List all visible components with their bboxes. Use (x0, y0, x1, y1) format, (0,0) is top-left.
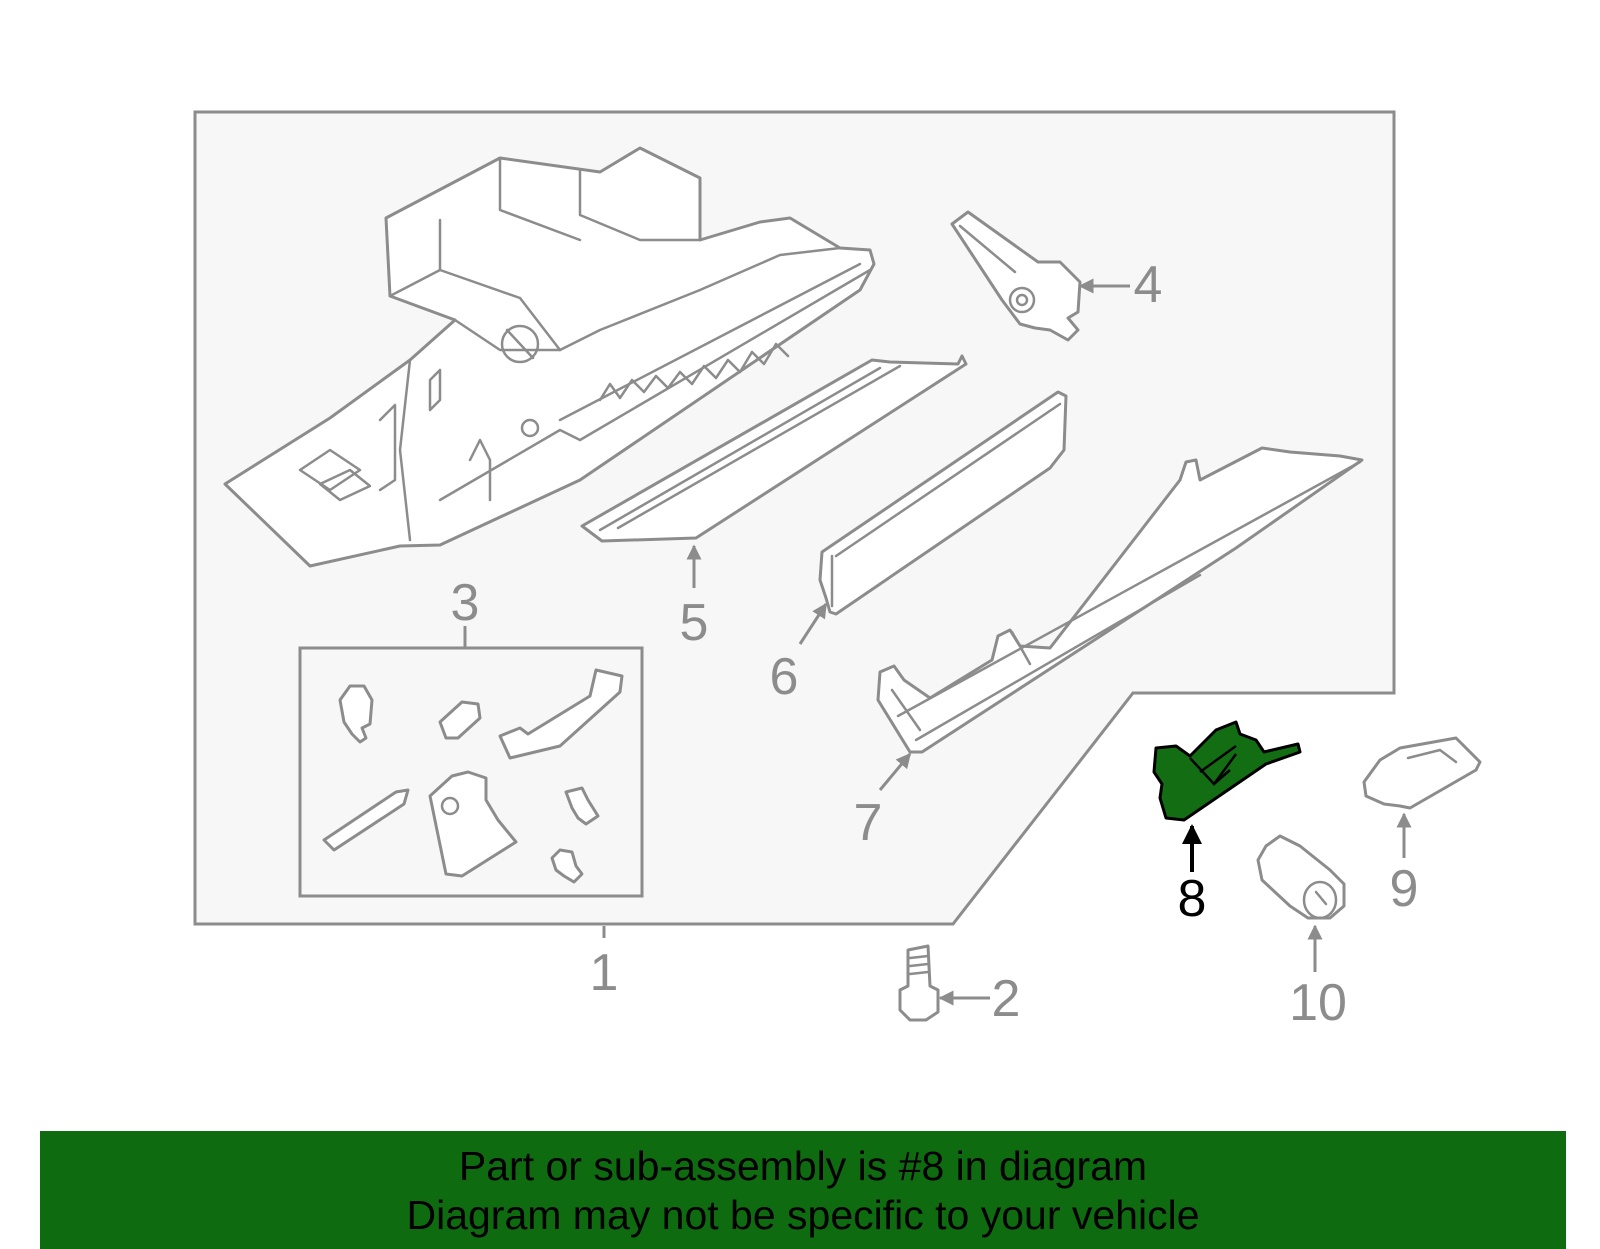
callout-8: 8 (1178, 870, 1207, 928)
part-7-drawing (876, 446, 1364, 754)
banner-line-1: Part or sub-assembly is #8 in diagram (458, 1143, 1148, 1189)
part-2-drawing (898, 944, 940, 1022)
part-8-highlighted-drawing (1152, 720, 1302, 822)
part-5-drawing (580, 354, 968, 543)
leader-6 (798, 602, 828, 645)
part-3-hardware-drawing (322, 668, 624, 884)
banner-line-2: Diagram may not be specific to your vehi… (406, 1192, 1200, 1238)
callout-7: 7 (854, 794, 883, 852)
callout-9: 9 (1390, 860, 1419, 918)
glove-box-assembly-drawing (223, 146, 876, 568)
part-10-drawing (1256, 834, 1346, 920)
part-4-drawing (950, 210, 1082, 342)
callout-10: 10 (1289, 974, 1347, 1032)
info-banner: Part or sub-assembly is #8 in diagram Di… (40, 1131, 1566, 1249)
part-6-drawing (818, 390, 1068, 616)
callout-5: 5 (680, 594, 709, 652)
callout-1: 1 (590, 944, 619, 1002)
callout-3: 3 (451, 574, 480, 632)
part-9-drawing (1362, 736, 1482, 810)
leader-7 (878, 752, 912, 791)
callout-6: 6 (770, 648, 799, 706)
callout-4: 4 (1134, 256, 1163, 314)
callout-2: 2 (992, 970, 1021, 1028)
